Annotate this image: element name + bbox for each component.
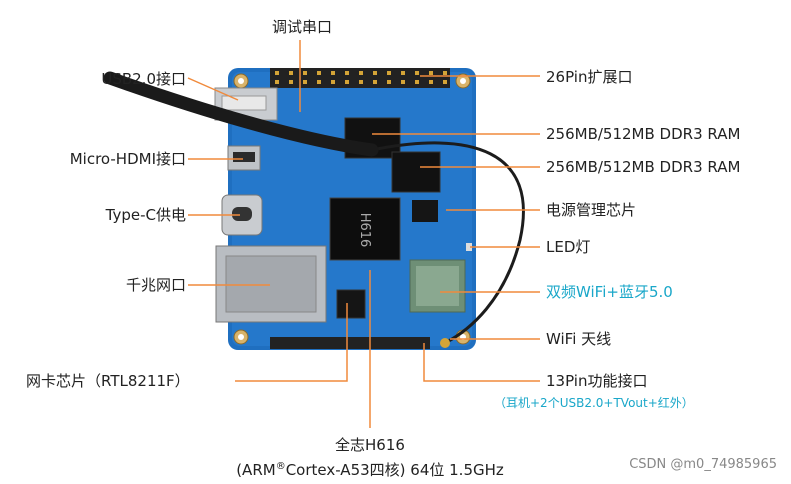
watermark: CSDN @m0_74985965 — [629, 457, 777, 472]
label-wifi-antenna: WiFi 天线 — [546, 330, 611, 348]
label-led: LED灯 — [546, 238, 590, 256]
pin-header-13 — [270, 337, 430, 349]
label-nic-chip: 网卡芯片（RTL8211F） — [26, 372, 190, 390]
label-usb2: USB2.0接口 — [40, 70, 186, 88]
ram-chip-2 — [392, 152, 440, 192]
label-typec: Type-C供电 — [40, 206, 186, 224]
nic-chip — [337, 290, 365, 318]
label-ethernet: 千兆网口 — [40, 276, 186, 294]
soc-line2-post: Cortex-A53四核) 64位 1.5GHz — [286, 461, 504, 479]
label-13pin: 13Pin功能接口 — [546, 372, 647, 390]
label-debug-uart: 调试串口 — [262, 18, 342, 36]
soc-line2-pre: (ARM — [236, 461, 275, 479]
label-ram-2: 256MB/512MB DDR3 RAM — [546, 158, 740, 176]
label-wifi-bt: 双频WiFi+蓝牙5.0 — [546, 283, 673, 301]
soc-chip-mark: H616 — [357, 213, 372, 248]
label-soc-line1: 全志H616 — [270, 436, 470, 454]
label-13pin-sub: （耳机+2个USB2.0+TVout+红外） — [494, 394, 694, 412]
label-micro-hdmi: Micro-HDMI接口 — [20, 150, 186, 168]
label-pmic: 电源管理芯片 — [546, 201, 636, 219]
label-26pin: 26Pin扩展口 — [546, 68, 632, 86]
label-ram-1: 256MB/512MB DDR3 RAM — [546, 125, 740, 143]
pmic-chip — [412, 200, 438, 222]
label-soc-line2: (ARM®Cortex-A53四核) 64位 1.5GHz — [180, 458, 560, 479]
registered-mark: ® — [276, 461, 286, 472]
